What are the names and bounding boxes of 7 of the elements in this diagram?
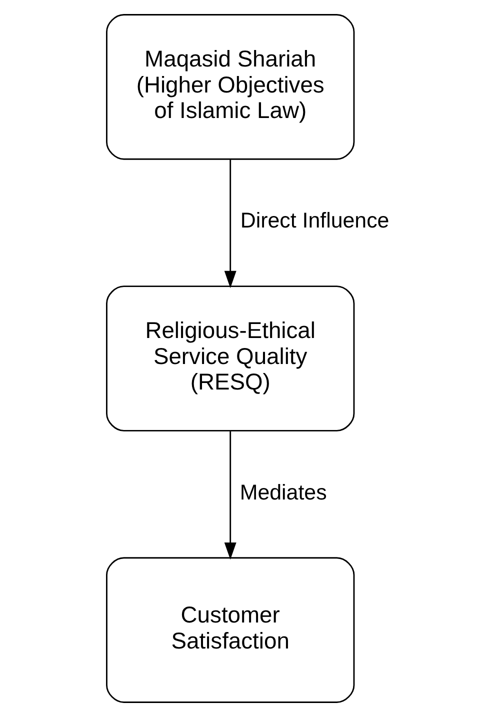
node-box: Religious-Ethical Service Quality (RESQ) [106,286,355,432]
edge-label: Direct Influence [240,208,390,233]
edge-label: Mediates [240,480,327,504]
arrow [224,431,236,560]
arrow [224,160,236,288]
node-box: Customer Satisfaction [106,557,355,703]
node-box: Maqasid Shariah (Higher Objectives of Islamic Law) [106,14,355,160]
